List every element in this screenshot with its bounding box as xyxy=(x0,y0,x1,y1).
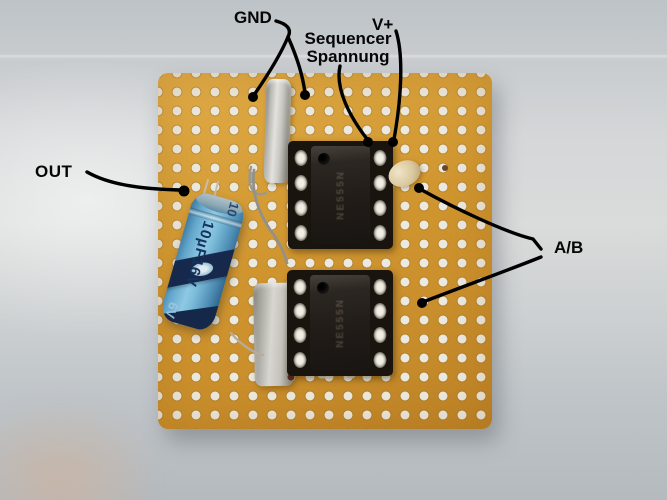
label-sequencer-spannung: Sequencer Spannung xyxy=(296,30,400,66)
ic-top-pin1-dimple xyxy=(318,153,330,165)
ic-top-socket-pins-left xyxy=(291,143,311,247)
capacitor-print-wrap-top: 10 xyxy=(223,200,243,219)
label-sequencer-line1: Sequencer xyxy=(304,29,392,48)
ic-bottom-dip8: NE555N xyxy=(287,270,393,376)
gnd-line-hook xyxy=(274,19,292,39)
ic-top-socket-pins-right xyxy=(370,143,390,247)
ic-bottom-body: NE555N xyxy=(310,275,370,371)
label-out: OUT xyxy=(35,162,73,181)
out-of-focus-corner xyxy=(0,390,170,500)
label-sequencer-line2: Spannung xyxy=(306,47,390,66)
ic-top-marking: NE555N xyxy=(335,170,346,220)
ic-bottom-marking: NE555N xyxy=(334,298,346,348)
label-vplus: V+ xyxy=(372,15,394,34)
label-ab: A/B xyxy=(554,238,584,257)
ic-top-dip8: NE555N xyxy=(288,141,393,249)
ic-bottom-socket-pins-right xyxy=(370,272,390,374)
ic-bottom-socket-pins-left xyxy=(290,272,310,374)
label-gnd: GND xyxy=(234,8,272,27)
ic-bottom-pin1-dimple xyxy=(317,282,329,294)
ic-top-body: NE555N xyxy=(311,146,370,244)
